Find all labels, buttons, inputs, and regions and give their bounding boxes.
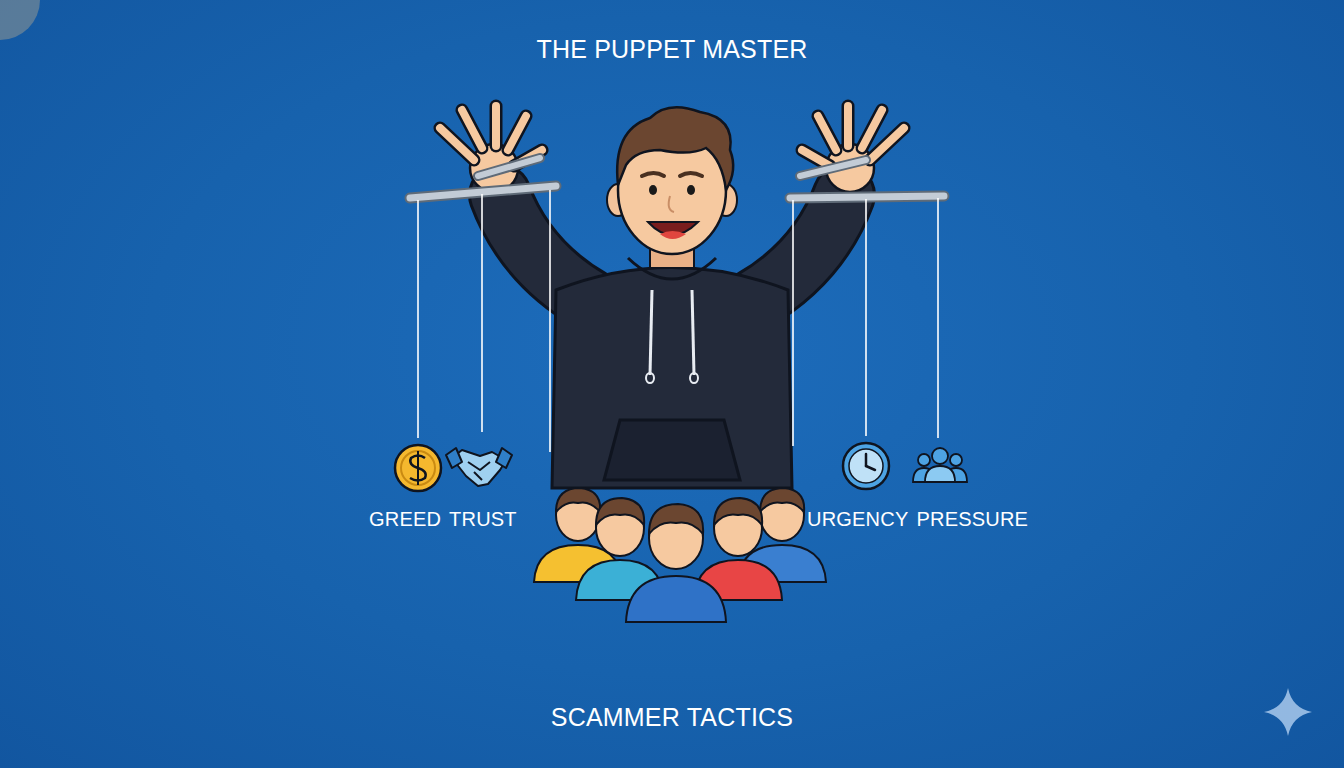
tactic-label: GREED <box>369 508 441 530</box>
hands <box>440 106 904 192</box>
tactic-label: URGENCY <box>807 508 908 530</box>
caption-text: SCAMMER TACTICS <box>551 704 793 732</box>
handshake-icon <box>446 448 512 486</box>
scammer-head <box>607 107 737 268</box>
control-bars <box>410 158 944 198</box>
clock-icon <box>843 443 889 489</box>
corner-glow <box>0 0 40 40</box>
group-icon <box>913 448 967 482</box>
title-text: THE PUPPET MASTER <box>536 36 807 64</box>
tactic-label: PRESSURE <box>916 508 1028 530</box>
victim-crowd <box>534 488 826 622</box>
sparkle-watermark <box>1264 688 1312 736</box>
tactic-label: TRUST <box>449 508 517 530</box>
puppet-strings <box>418 190 938 452</box>
coin-icon <box>395 445 441 491</box>
hoodie <box>552 258 792 488</box>
